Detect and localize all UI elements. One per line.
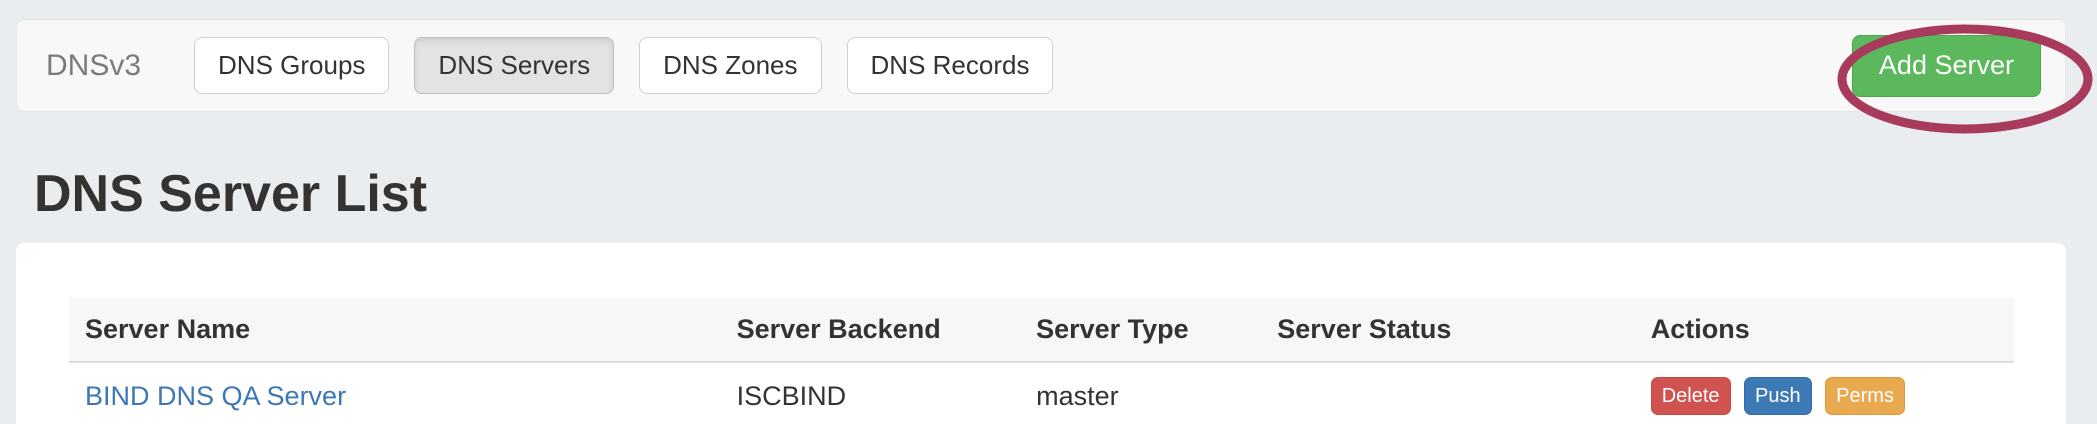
push-button[interactable]: Push	[1744, 377, 1812, 415]
brand-logo: DNSv3	[46, 48, 142, 82]
cell-server-status	[1261, 362, 1634, 424]
page-container: DNSv3 DNS Groups DNS Servers DNS Zones D…	[16, 19, 2093, 424]
nav-button-group: DNS Groups DNS Servers DNS Zones DNS Rec…	[194, 37, 1054, 94]
server-table-header: Server Name Server Backend Server Type S…	[69, 298, 2014, 363]
nav-button-dns-servers[interactable]: DNS Servers	[414, 37, 615, 94]
nav-button-dns-zones[interactable]: DNS Zones	[639, 37, 822, 94]
delete-button[interactable]: Delete	[1650, 377, 1731, 415]
column-header-server-status: Server Status	[1261, 298, 1635, 363]
cell-server-backend: ISCBIND	[736, 380, 847, 411]
column-header-actions: Actions	[1634, 298, 2014, 363]
server-list-card: Server Name Server Backend Server Type S…	[16, 243, 2066, 424]
table-row: BIND DNS QA Server ISCBIND master Delete…	[69, 362, 2014, 424]
column-header-server-backend: Server Backend	[720, 298, 1021, 363]
nav-button-dns-records[interactable]: DNS Records	[846, 37, 1054, 94]
cell-server-type: master	[1036, 380, 1119, 411]
perms-button[interactable]: Perms	[1825, 377, 1905, 415]
server-name-link[interactable]: BIND DNS QA Server	[85, 380, 347, 411]
column-header-server-type: Server Type	[1020, 298, 1262, 363]
page-title: DNS Server List	[34, 165, 428, 223]
nav-button-dns-groups[interactable]: DNS Groups	[194, 37, 390, 94]
column-header-server-name: Server Name	[69, 298, 721, 363]
navbar: DNSv3 DNS Groups DNS Servers DNS Zones D…	[16, 19, 2066, 112]
add-server-button[interactable]: Add Server	[1851, 34, 2041, 97]
cell-server-name: BIND DNS QA Server	[69, 362, 721, 424]
server-table: Server Name Server Backend Server Type S…	[69, 298, 2014, 424]
cell-actions: Delete Push Perms	[1635, 362, 2014, 424]
